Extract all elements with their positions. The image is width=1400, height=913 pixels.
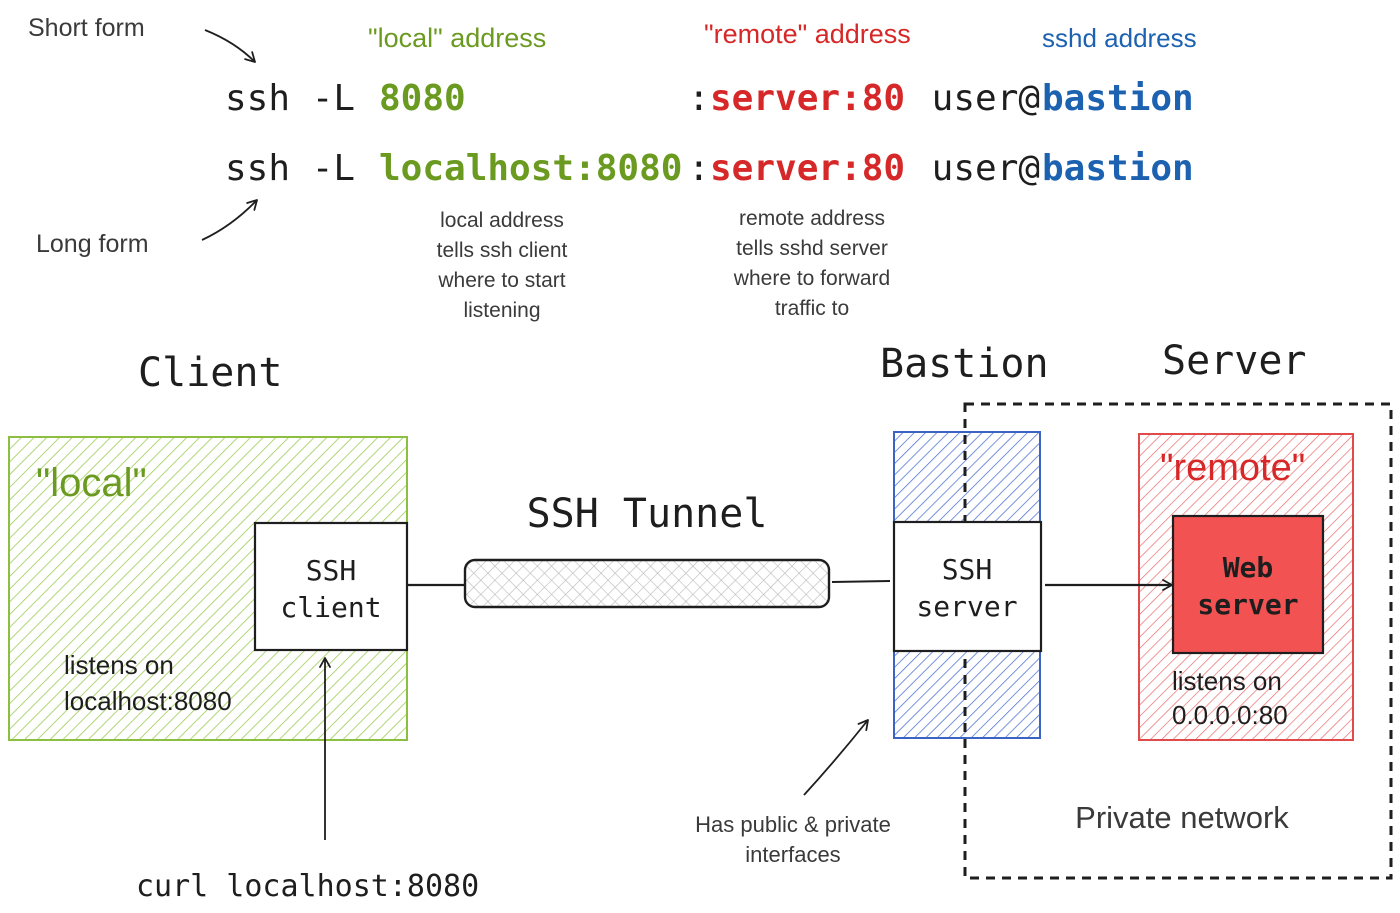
bastion-note-arrow <box>803 719 869 796</box>
long-command-host: bastion <box>1042 148 1194 189</box>
local-note-line: listening <box>463 299 540 322</box>
ssh-tunnel-pipe <box>463 558 831 609</box>
long-form-label: Long form <box>36 230 149 258</box>
ssh-tunnel-label: SSH Tunnel <box>527 491 768 537</box>
remote-note-line: where to forward <box>733 267 890 290</box>
short-command-local: 8080 <box>379 78 466 119</box>
remote-note-line: tells sshd server <box>736 237 888 260</box>
private-network-boundary <box>963 402 1393 880</box>
local-zone-label: "local" <box>36 461 147 505</box>
remote-note-line: traffic to <box>775 297 849 320</box>
local-note-line: tells ssh client <box>437 239 568 262</box>
web-server-box <box>1171 514 1325 655</box>
bastion-title: Bastion <box>880 341 1049 387</box>
remote-address-header: "remote" address <box>704 19 911 49</box>
remote-zone-label: "remote" <box>1160 447 1305 489</box>
private-network-label: Private network <box>1075 800 1289 835</box>
web-server-label: Web <box>1223 551 1274 584</box>
client-title: Client <box>138 350 283 396</box>
remote-address-note: remote address tells sshd server where t… <box>733 207 890 320</box>
server-title: Server <box>1162 338 1307 384</box>
ssh-client-box <box>253 521 409 652</box>
long-command-sep: : <box>688 148 710 189</box>
long-command-local: localhost:8080 <box>379 148 682 189</box>
web-listens-line: 0.0.0.0:80 <box>1172 700 1288 730</box>
ssh-server-box <box>892 520 1043 653</box>
long-command-remote: server:80 <box>710 148 905 189</box>
remote-note-line: remote address <box>739 207 885 230</box>
curl-command: curl localhost:8080 <box>136 869 479 904</box>
short-form-arrow <box>204 29 256 63</box>
bastion-note-line: Has public & private <box>695 812 891 837</box>
short-form-label: Short form <box>28 14 145 42</box>
sshd-address-header: sshd address <box>1042 23 1197 53</box>
bastion-note-line: interfaces <box>745 842 840 867</box>
local-address-note: local address tells ssh client where to … <box>437 209 568 322</box>
short-command-user: user@ <box>910 78 1040 119</box>
web-listens-line: listens on <box>1172 666 1282 696</box>
client-listens-line: localhost:8080 <box>64 686 232 716</box>
tunnel-to-server-line <box>831 580 891 583</box>
long-command-user: user@ <box>910 148 1040 189</box>
short-command-sep: : <box>688 78 710 119</box>
web-server-label: server <box>1197 588 1298 621</box>
long-command-prefix: ssh -L <box>225 148 377 189</box>
ssh-server-label: server <box>916 590 1017 623</box>
long-form-arrow <box>201 199 258 241</box>
client-listens-line: listens on <box>64 650 174 680</box>
local-address-header: "local" address <box>368 23 546 53</box>
ssh-client-label: SSH <box>306 554 357 587</box>
local-note-line: where to start <box>437 269 565 292</box>
local-note-line: local address <box>440 209 564 232</box>
ssh-client-label: client <box>280 591 381 624</box>
short-command-remote: server:80 <box>710 78 905 119</box>
ssh-server-label: SSH <box>942 553 993 586</box>
short-command-host: bastion <box>1042 78 1194 119</box>
short-command-prefix: ssh -L <box>225 78 377 119</box>
